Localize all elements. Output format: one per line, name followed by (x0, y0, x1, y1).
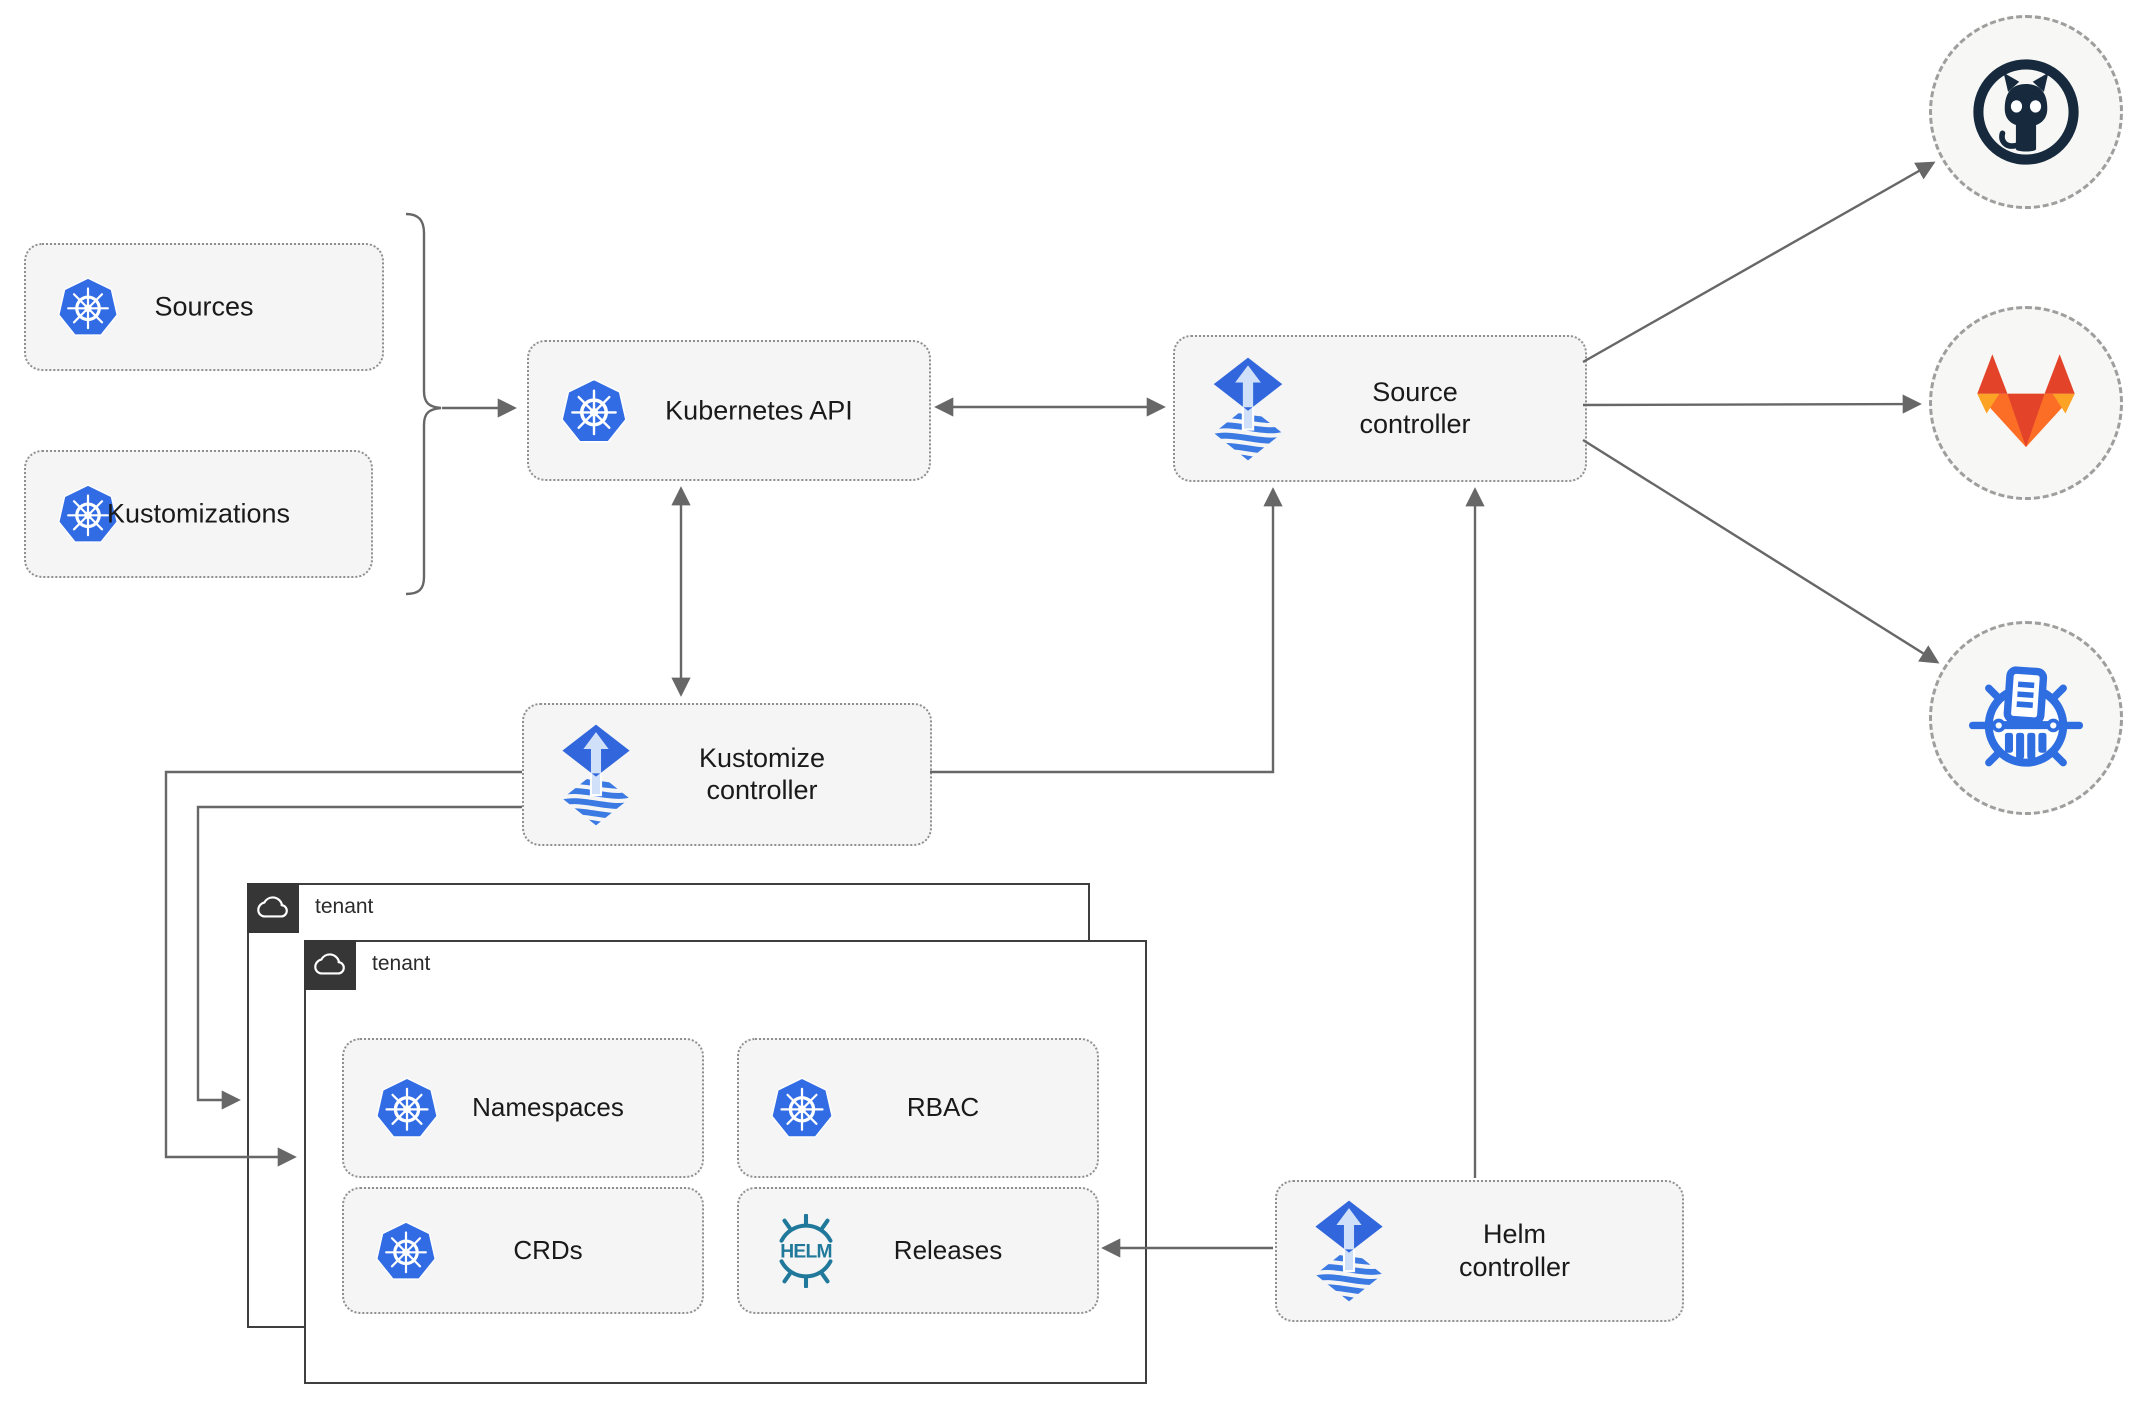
node-kustomize-controller: Kustomize controller (522, 703, 932, 846)
bracket-sources-group (405, 212, 442, 596)
tenant-back-label: tenant (315, 895, 374, 918)
node-helm-controller-label: Helm controller (1458, 1219, 1571, 1282)
node-kustomizations: Kustomizations (24, 450, 373, 578)
node-sources: Sources (24, 243, 384, 371)
edge-source-to-github (1582, 161, 1936, 364)
cloud-icon (257, 892, 289, 924)
github-icon (1970, 56, 2082, 168)
node-crds-label: CRDs (513, 1234, 583, 1265)
node-namespaces: Namespaces (342, 1038, 704, 1178)
registry-icon (1964, 656, 2088, 780)
node-releases-label: Releases (893, 1234, 1003, 1265)
node-registry (1929, 621, 2123, 815)
edge-source-to-gitlab (1582, 394, 1922, 414)
gitlab-icon (1968, 345, 2084, 461)
node-kubernetes-api-label: Kubernetes API (665, 395, 853, 426)
tenant-front-label: tenant (372, 952, 431, 975)
tenant-front-badge (304, 940, 356, 990)
node-source-controller-label: Source controller (1359, 376, 1471, 440)
node-namespaces-label: Namespaces (472, 1092, 624, 1123)
node-rbac-label: RBAC (906, 1092, 980, 1123)
node-kustomizations-label: Kustomizations (106, 498, 291, 529)
node-source-controller: Source controller (1173, 335, 1587, 482)
edge-source-to-registry (1582, 438, 1940, 664)
node-sources-label: Sources (154, 291, 254, 322)
tenant-back-badge (247, 883, 299, 933)
edge-kustomize-to-source (930, 487, 1283, 774)
node-kubernetes-api: Kubernetes API (527, 340, 931, 481)
node-crds: CRDs (342, 1187, 704, 1314)
node-gitlab (1929, 306, 2123, 500)
node-github (1929, 15, 2123, 209)
node-rbac: RBAC (737, 1038, 1099, 1178)
node-helm-controller: Helm controller (1275, 1180, 1684, 1322)
node-releases: Releases (737, 1187, 1099, 1314)
node-kustomize-controller-label: Kustomize controller (698, 742, 826, 806)
cloud-icon (314, 949, 346, 981)
